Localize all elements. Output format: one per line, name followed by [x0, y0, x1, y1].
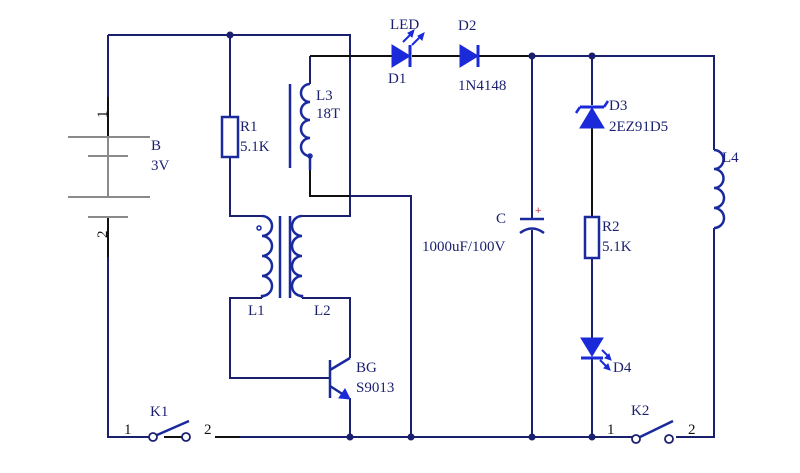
d4-ref: D4 [613, 360, 632, 376]
bg-value: S9013 [356, 380, 394, 396]
wires [107, 34, 715, 438]
junction-dot [226, 31, 234, 39]
d2-value: 1N4148 [458, 78, 506, 94]
l1-ref: L1 [248, 303, 265, 319]
wire-top-left [108, 34, 412, 437]
switch-k1: K1 1 2 [124, 404, 212, 442]
capacitor-polarity: + [535, 205, 541, 217]
d3-value: 2EZ91D5 [609, 119, 668, 135]
led-d1: LED D1 [388, 17, 425, 87]
resistor-r2: R2 5.1K [583, 215, 632, 260]
junction-dot [588, 433, 596, 441]
junctions [226, 31, 596, 441]
battery-ref: B [151, 138, 161, 154]
battery-pin1-label: 1 [95, 111, 111, 119]
junction-dot [588, 52, 596, 60]
k2-pin2: 2 [688, 422, 696, 438]
switch-k2: K2 1 2 [607, 403, 696, 444]
wire-l1-base [229, 297, 330, 379]
inductor-l4: L4 [713, 148, 739, 230]
c-ref: C [496, 211, 506, 227]
wire-l2-collector [302, 297, 351, 358]
bg-ref: BG [356, 360, 377, 376]
junction-dot [346, 433, 354, 441]
junction-dot [407, 433, 415, 441]
r2-value: 5.1K [602, 239, 632, 255]
diode-d2: D2 1N4148 [458, 18, 506, 94]
r2-ref: R2 [602, 219, 620, 235]
c-value: 1000uF/100V [422, 239, 506, 255]
d2-ref: D2 [458, 18, 476, 34]
transformer-l1-l2: L1 L2 [248, 214, 331, 319]
d1-ref: D1 [388, 71, 406, 87]
battery-value: 3V [151, 158, 170, 174]
l4-ref: L4 [722, 150, 739, 166]
wire-l4-bottom [676, 228, 715, 438]
transistor-bg: BG S9013 [328, 356, 394, 400]
wire-l2-top [302, 196, 351, 217]
wire-r1-bottom [229, 157, 262, 217]
r1-value: 5.1K [240, 139, 270, 155]
wire-l3-bottom [309, 170, 350, 197]
k1-ref: K1 [150, 404, 168, 420]
k2-pin1: 1 [607, 422, 615, 438]
inductor-l3: L3 18T [288, 82, 340, 170]
wire-battery-bottom [107, 257, 152, 438]
k1-pin1: 1 [124, 422, 132, 438]
battery-b: 1 2 B 3V [68, 111, 170, 239]
d1-value: LED [390, 17, 419, 33]
zener-d3: D3 2EZ91D5 [574, 98, 668, 135]
k1-pin2: 2 [204, 422, 212, 438]
l2-ref: L2 [314, 303, 331, 319]
resistor-r1: R1 5.1K [220, 115, 270, 159]
led-d4: D4 [580, 337, 632, 376]
d3-ref: D3 [609, 98, 627, 114]
l3-ref: L3 [316, 88, 333, 104]
l3-value: 18T [316, 106, 340, 122]
junction-dot [528, 52, 536, 60]
k2-ref: K2 [631, 403, 649, 419]
junction-dot [528, 433, 536, 441]
r1-ref: R1 [240, 119, 258, 135]
battery-pin2-label: 2 [95, 231, 111, 239]
capacitor-c: + C 1000uF/100V [422, 205, 545, 255]
